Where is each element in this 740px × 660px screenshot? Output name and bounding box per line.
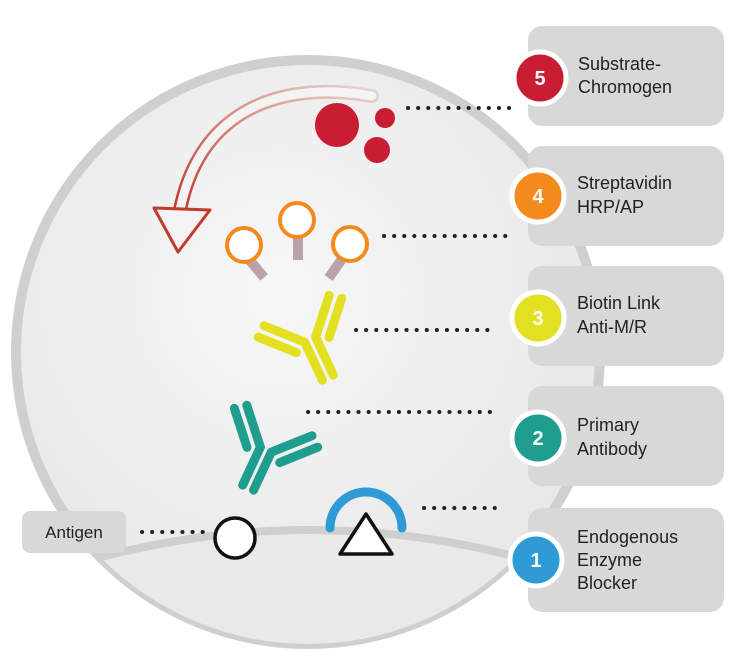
substrate-drops <box>315 103 395 163</box>
step-badge-4 <box>509 167 567 225</box>
step-number-3: 3 <box>532 308 543 330</box>
step-line-3b: Anti-M/R <box>577 317 647 337</box>
step-line-1b: Enzyme <box>577 550 642 570</box>
step-badge-5 <box>511 49 569 107</box>
step-panel-1: 1 Endogenous Enzyme Blocker <box>507 508 724 612</box>
step-number-5: 5 <box>534 68 545 90</box>
step-line-5a: Substrate- <box>578 54 661 74</box>
biotin-link-antibody <box>253 290 347 385</box>
step-line-3a: Biotin Link <box>577 293 661 313</box>
step-number-4: 4 <box>532 186 544 208</box>
step-line-4b: HRP/AP <box>577 197 644 217</box>
step-line-4a: Streptavidin <box>577 173 672 193</box>
step-badge-1 <box>507 531 565 589</box>
step-number-1: 1 <box>530 550 541 572</box>
primary-antibody <box>229 400 323 495</box>
antigen-label-text: Antigen <box>45 523 103 542</box>
step-panel-3: 3 Biotin Link Anti-M/R <box>509 266 724 366</box>
enzyme-blocker <box>325 487 407 556</box>
step-line-2b: Antibody <box>577 439 647 459</box>
step-panel-4: 4 Streptavidin HRP/AP <box>509 146 724 246</box>
step-panel-2: 2 Primary Antibody <box>509 386 724 486</box>
step-badge-3 <box>509 289 567 347</box>
antigen-circle <box>213 516 257 560</box>
reaction-arrow <box>152 84 379 254</box>
step-badge-2 <box>509 409 567 467</box>
dotted-connectors <box>140 106 514 534</box>
step-panel-5: 5 Substrate- Chromogen <box>511 26 724 126</box>
step-line-1c: Blocker <box>577 573 637 593</box>
step-line-1a: Endogenous <box>577 527 678 547</box>
antigen-label: Antigen <box>22 511 126 553</box>
step-number-2: 2 <box>532 428 543 450</box>
streptavidin-molecules <box>225 201 369 281</box>
step-line-2a: Primary <box>577 415 639 435</box>
step-line-5b: Chromogen <box>578 77 672 97</box>
